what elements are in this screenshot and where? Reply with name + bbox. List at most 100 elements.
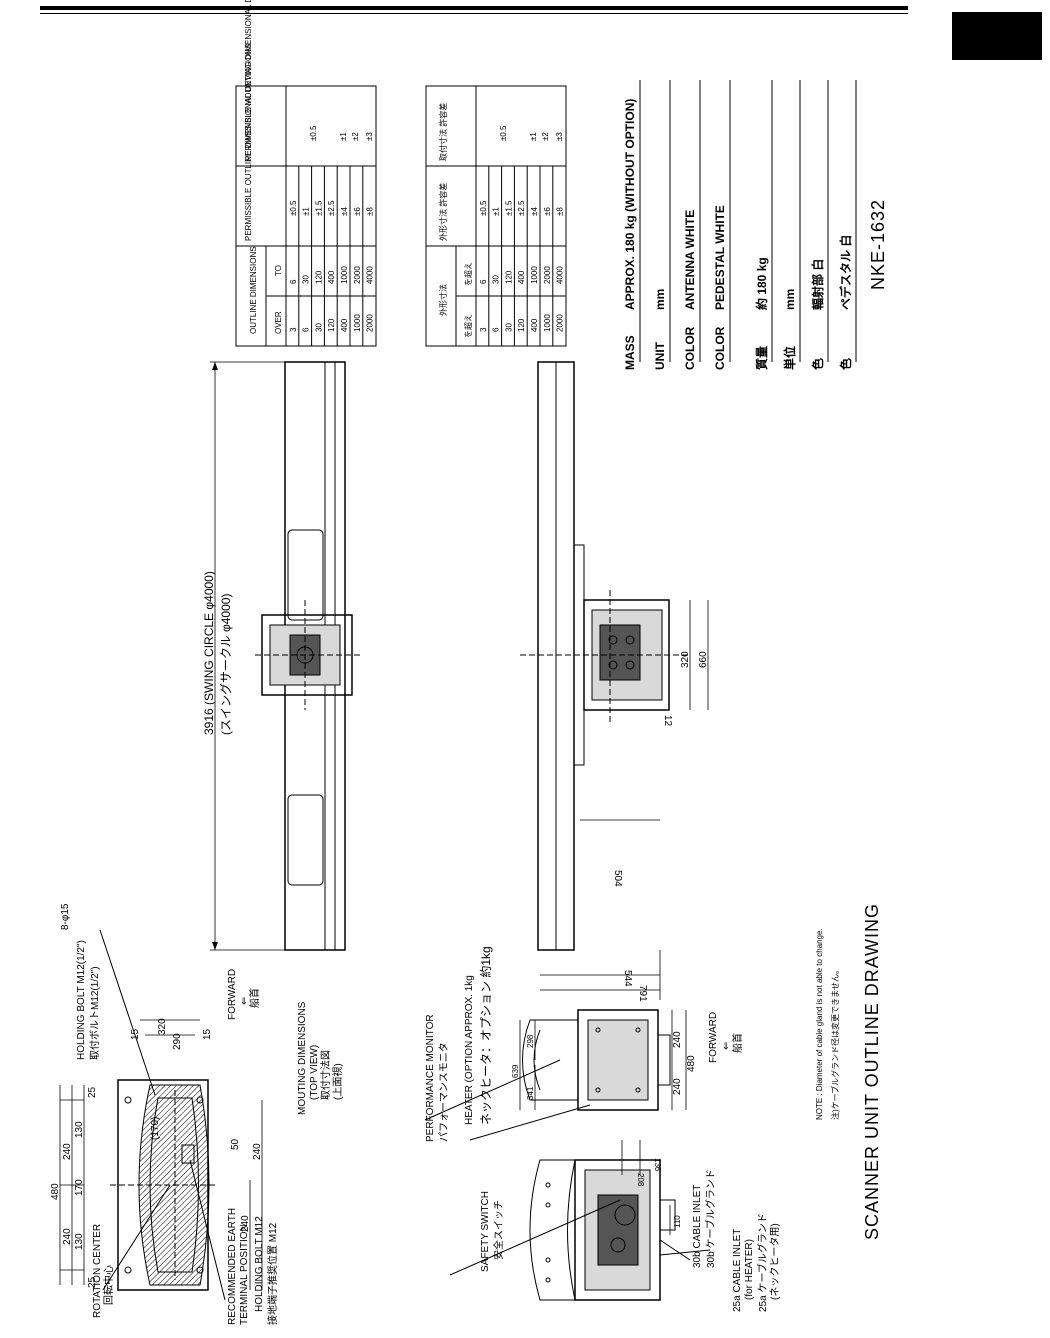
en-mount-1: ±1 <box>339 132 348 141</box>
rotation-center-en: ROTATION CENTER <box>92 1224 103 1318</box>
spec-color1-jp-value: 輻射部 白 <box>810 259 825 310</box>
en-row-0-dev: ±0.5 <box>289 200 298 216</box>
dim-170: 170 <box>74 1179 85 1196</box>
jp-mount-3: ±3 <box>555 132 564 141</box>
jp-row-3-to: 400 <box>517 270 526 284</box>
jp-row-6-over: 2000 <box>556 314 565 332</box>
jp-row-6-to: 4000 <box>556 266 565 284</box>
drawing-number: NKE-1632 <box>868 199 888 290</box>
en-row-2-dev: ±1.5 <box>314 200 323 216</box>
en-row-4-over: 400 <box>340 318 349 332</box>
spec-unit-jp-label: 単位 <box>782 346 797 370</box>
spec-color2-value: PEDESTAL WHITE <box>713 205 727 310</box>
dim-15b: 15 <box>202 1028 213 1040</box>
side-connector-block <box>597 1194 639 1266</box>
jp-row-3-over: 120 <box>517 318 526 332</box>
jp-row-4-over: 400 <box>530 318 539 332</box>
jp-row-0-over: 3 <box>479 327 488 332</box>
dim-341: 341 <box>526 1086 535 1100</box>
mount-forward-jp: 船首 <box>248 988 261 1008</box>
en-mount-0: ±0.5 <box>309 125 318 141</box>
jp-row-5-over: 1000 <box>543 314 552 332</box>
dim-320: 320 <box>157 1018 168 1035</box>
en-row-5-over: 1000 <box>353 314 362 332</box>
dim-110: 110 <box>673 1215 682 1228</box>
spec-unit-jp-value: mm <box>783 289 797 310</box>
safety-jp: 安全スイッチ <box>492 1200 505 1260</box>
jp-h-mount-dev: 取付寸法 許容差 <box>438 103 448 161</box>
jp-mount-2: ±2 <box>541 132 550 141</box>
spec-mass-label: MASS <box>623 335 637 370</box>
dim-320b: 320 <box>680 651 691 668</box>
earth-en-2: TERMINAL POSITION <box>239 1224 250 1325</box>
en-row-2-to: 120 <box>314 270 323 284</box>
en-h-outline-dev: PERMISSIBLE OUTLINE DIMENSIONAL DEVIATIO… <box>244 44 253 241</box>
perf-en: PERFORMANCE MONITOR <box>425 1014 436 1142</box>
jp-row-0-to: 6 <box>479 279 488 284</box>
dim-298: 298 <box>526 1034 535 1048</box>
spec-mass-jp-value: 約 180 kg <box>754 257 769 310</box>
perf-jp: パフォーマンスモニタ <box>438 1042 450 1142</box>
jp-h-to: を超え <box>463 262 473 286</box>
spec-mass-jp-label: 質量 <box>754 346 769 370</box>
dim-639: 639 <box>511 1064 520 1078</box>
en-row-0-over: 3 <box>289 327 298 332</box>
heater-en: HEATER (OPTION APPROX. 1kg <box>464 975 475 1125</box>
spec-color1-label: COLOR <box>683 326 697 370</box>
en-row-1-to: 30 <box>302 275 311 284</box>
front-housing-inner <box>587 1019 649 1101</box>
jp-row-3-dev: ±2.5 <box>517 200 526 216</box>
jp-h-outline: 外形寸法 <box>438 284 448 316</box>
en-row-3-over: 120 <box>327 318 336 332</box>
en-h-outline: OUTLINE DIMENSIONS <box>249 246 258 334</box>
en-row-2-over: 30 <box>314 323 323 332</box>
top-rule <box>40 6 908 10</box>
swing-en: 3916 (SWING CIRCLE φ4000) <box>202 571 216 735</box>
cable-25a-jp-1: 25a ケーブルグランド <box>756 1213 769 1312</box>
dim-290: 290 <box>172 1033 183 1050</box>
cable-30b-jp: 30b ケーブルグランド <box>704 1169 717 1268</box>
jp-mount-1: ±1 <box>529 132 538 141</box>
en-h-mount-dev: PERMISSIBLE MOUNTING DIMENSIONAL DEVIATI… <box>244 0 253 161</box>
spec-color2-jp-label: 色 <box>838 358 853 370</box>
note-en: NOTE : Diameter of cable gland is not ab… <box>815 928 824 1120</box>
earth-bolt-en: HOLDING BOLT M12 <box>254 1216 265 1312</box>
spec-mass-value: APPROX. 180 kg (WITHOUT OPTION) <box>623 99 637 310</box>
top-rule-thin <box>40 13 908 14</box>
drawing-title: SCANNER UNIT OUTLINE DRAWING <box>862 903 882 1240</box>
front-dim-240a: 240 <box>672 1078 683 1095</box>
dim-25b: 25 <box>87 1276 98 1288</box>
en-row-1-over: 6 <box>302 327 311 332</box>
swing-jp: (スイングサークル φ4000) <box>219 594 233 735</box>
mount-caption-jp-1: 取付寸法図 <box>319 1050 332 1100</box>
jp-row-4-to: 1000 <box>530 266 539 284</box>
dim-170b: (170) <box>150 1117 161 1140</box>
dim-480: 480 <box>50 1183 61 1200</box>
chapter-tab <box>952 12 1042 60</box>
jp-row-2-over: 30 <box>504 323 513 332</box>
dim-240b: 240 <box>62 1228 73 1245</box>
dim-660: 660 <box>698 651 709 668</box>
dim-50: 50 <box>230 1138 241 1150</box>
en-mount-2: ±2 <box>351 132 360 141</box>
jp-row-5-to: 2000 <box>543 266 552 284</box>
dim-791: 791 <box>637 985 648 1002</box>
mount-caption-en-2: (TOP VIEW) <box>309 1045 320 1100</box>
jp-row-2-to: 120 <box>504 270 513 284</box>
jp-h-over: を超え <box>463 314 473 338</box>
note-jp: 注)ケーブルグランド径は変更できません。 <box>830 966 840 1120</box>
en-row-3-to: 400 <box>327 270 336 284</box>
front-forward-en: FORWARD <box>708 1012 719 1063</box>
antenna-top-view: 3916 (SWING CIRCLE φ4000) (スイングサークル φ400… <box>202 361 360 951</box>
en-row-6-dev: ±8 <box>366 207 375 216</box>
jp-row-4-dev: ±4 <box>530 207 539 216</box>
mount-forward-arrow: ⇐ <box>239 997 250 1005</box>
en-mount-3: ±3 <box>365 132 374 141</box>
dim-136: 136 <box>653 1158 662 1172</box>
en-row-0-to: 6 <box>289 279 298 284</box>
heater-jp: ネックヒータ：オプション 約1kg <box>478 946 493 1125</box>
holding-bolt-en: HOLDING BOLT M12(1/2") <box>76 940 87 1060</box>
cable-25a-en-1: 25a CABLE INLET <box>732 1229 743 1312</box>
